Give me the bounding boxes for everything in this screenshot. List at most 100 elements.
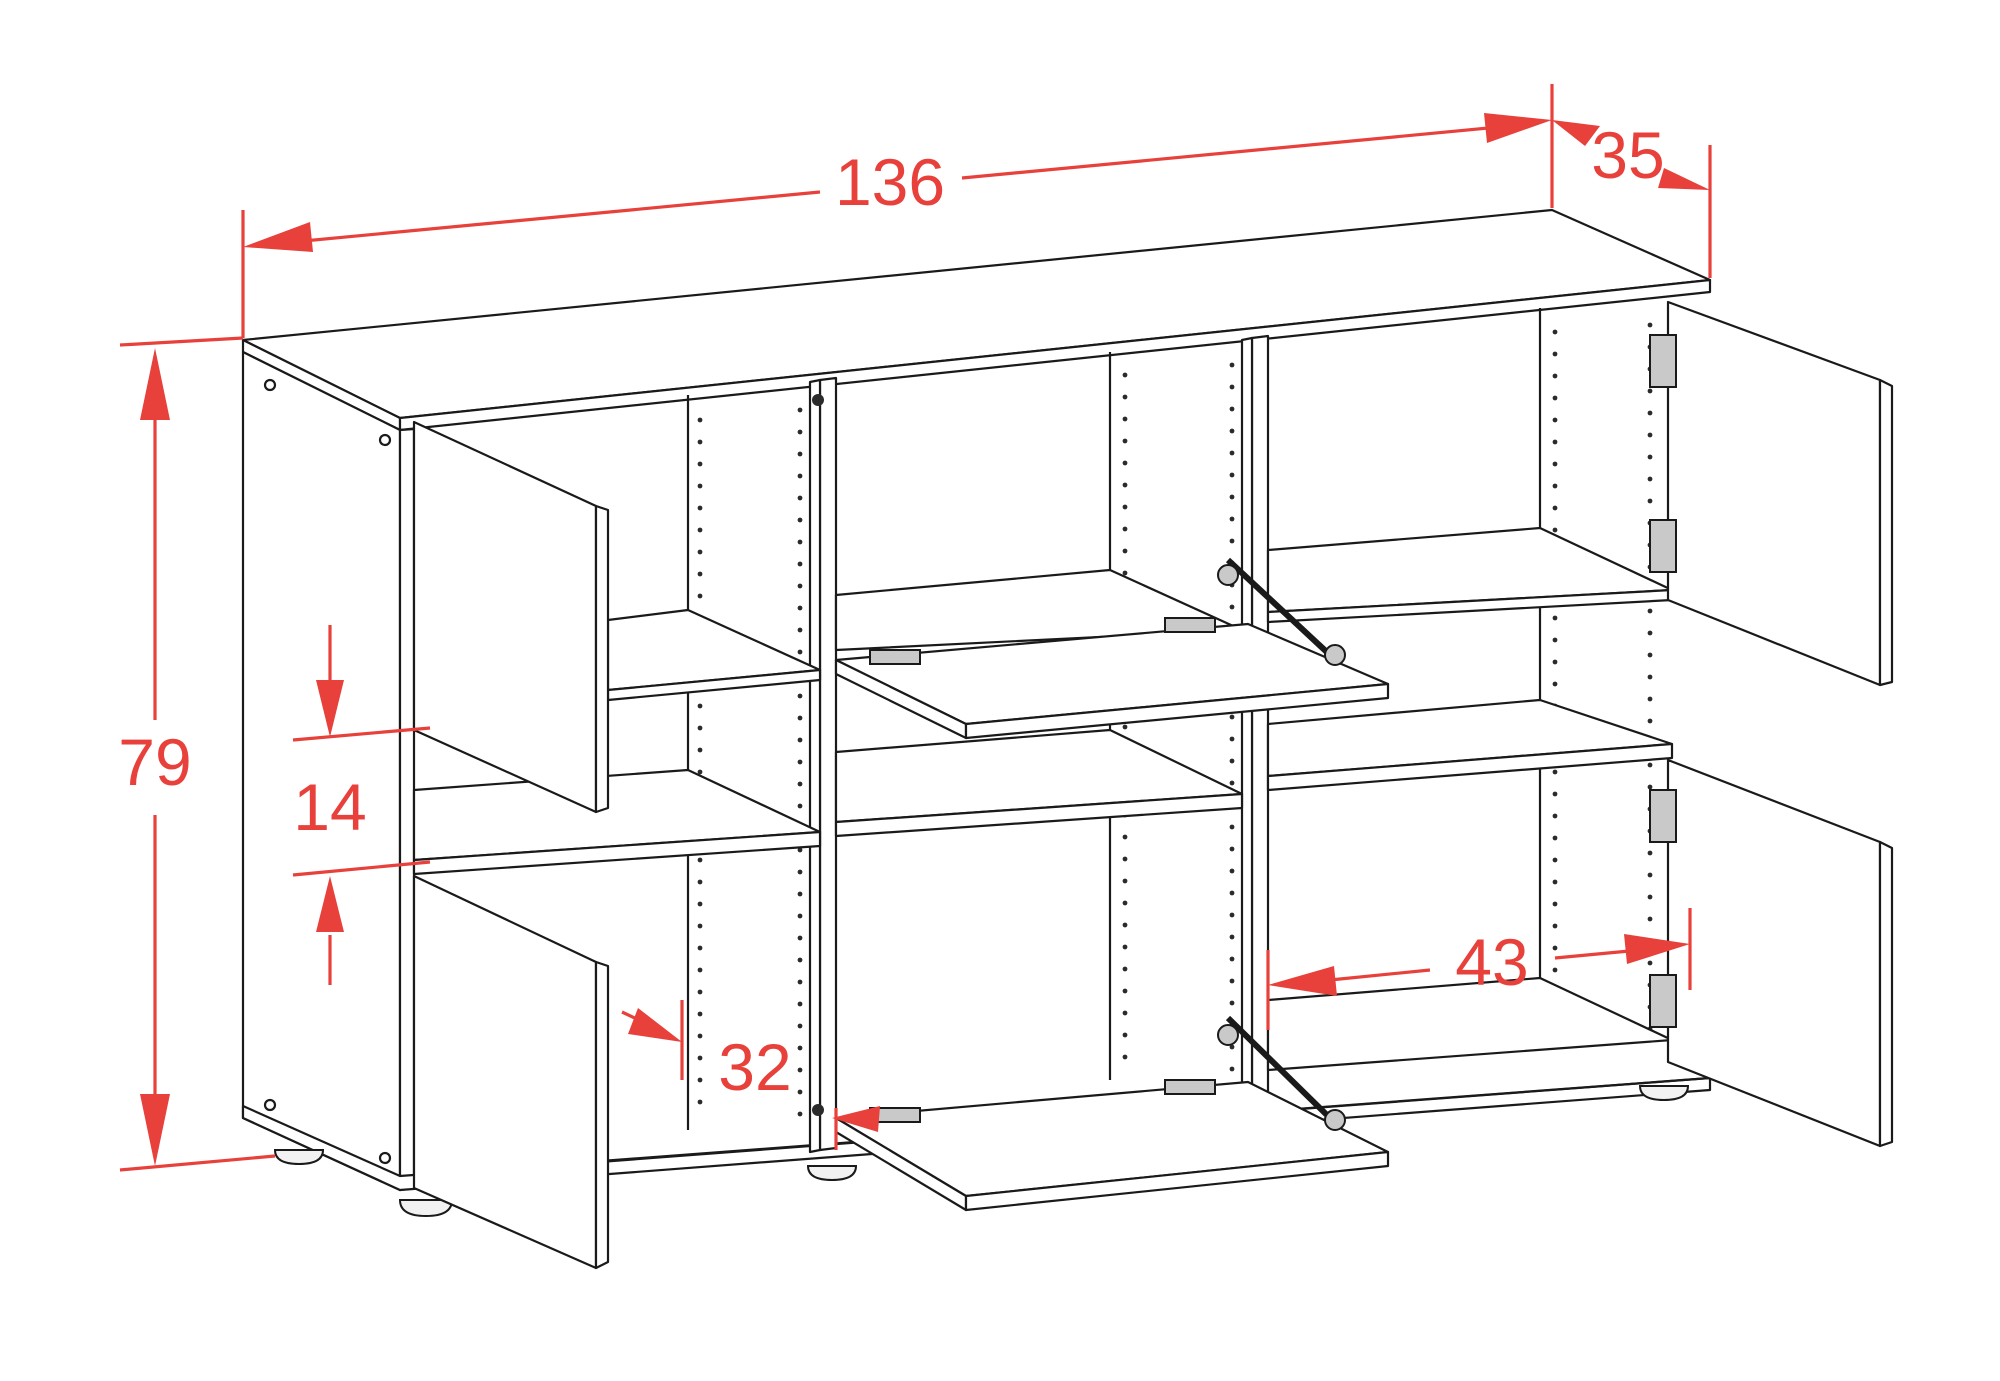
pin-hole xyxy=(797,583,803,589)
pin-hole xyxy=(1229,758,1235,764)
pin-hole xyxy=(697,725,703,731)
pin-hole xyxy=(797,561,803,567)
pin-hole xyxy=(1229,450,1235,456)
pin-hole xyxy=(1552,505,1558,511)
pin-hole xyxy=(1552,813,1558,819)
pin-hole xyxy=(697,923,703,929)
pin-hole xyxy=(697,461,703,467)
pin-hole xyxy=(797,737,803,743)
door-right-bottom xyxy=(1649,758,1894,1148)
pin-hole xyxy=(797,1111,803,1117)
flap-middle-top xyxy=(834,557,1390,740)
pin-hole xyxy=(797,495,803,501)
pin-hole xyxy=(697,1077,703,1083)
pin-hole xyxy=(697,483,703,489)
pin-hole xyxy=(797,847,803,853)
pin-hole xyxy=(1229,978,1235,984)
door-left-bottom xyxy=(412,874,610,1270)
pin-hole xyxy=(1647,894,1653,900)
pin-hole xyxy=(797,781,803,787)
pin-hole xyxy=(797,979,803,985)
pin-hole xyxy=(1647,850,1653,856)
pin-hole xyxy=(797,605,803,611)
pin-hole xyxy=(1552,923,1558,929)
pin-hole xyxy=(1647,916,1653,922)
pin-hole xyxy=(1122,856,1128,862)
pin-hole xyxy=(1229,1000,1235,1006)
pin-hole xyxy=(1122,922,1128,928)
pin-hole xyxy=(1229,362,1235,368)
pin-hole xyxy=(1122,372,1128,378)
cabinet-top xyxy=(241,208,1712,432)
pin-hole xyxy=(697,857,703,863)
pin-hole xyxy=(697,769,703,775)
pin-hole xyxy=(1552,439,1558,445)
height-label: 79 xyxy=(118,725,191,799)
pin-hole xyxy=(1229,384,1235,390)
pin-hole xyxy=(1122,438,1128,444)
pin-hole xyxy=(1122,1032,1128,1038)
inner-shelves xyxy=(606,526,1674,1072)
pin-hole xyxy=(697,967,703,973)
pin-hole xyxy=(1229,538,1235,544)
pin-hole xyxy=(797,1023,803,1029)
width-label: 136 xyxy=(835,145,945,219)
pin-hole xyxy=(697,1099,703,1105)
pin-hole xyxy=(1229,824,1235,830)
pin-hole xyxy=(1647,762,1653,768)
pin-hole xyxy=(1552,945,1558,951)
pin-hole xyxy=(1647,630,1653,636)
pin-hole xyxy=(697,593,703,599)
pin-hole xyxy=(1229,428,1235,434)
pin-hole xyxy=(697,703,703,709)
pin-hole xyxy=(1122,504,1128,510)
pin-hole xyxy=(1552,483,1558,489)
pin-hole xyxy=(1229,472,1235,478)
pin-hole xyxy=(697,571,703,577)
pin-hole xyxy=(1122,570,1128,576)
door-right-top xyxy=(1649,300,1894,687)
pin-hole xyxy=(1229,494,1235,500)
pin-hole xyxy=(1229,846,1235,852)
pin-hole xyxy=(797,429,803,435)
pin-hole xyxy=(697,879,703,885)
pin-hole xyxy=(697,417,703,423)
pin-hole xyxy=(797,517,803,523)
pin-hole xyxy=(1122,878,1128,884)
pin-hole xyxy=(797,1067,803,1073)
flap-middle-bottom xyxy=(834,1015,1390,1212)
door-left-top xyxy=(412,420,610,814)
pin-hole xyxy=(1229,934,1235,940)
pin-hole xyxy=(1122,944,1128,950)
pin-hole xyxy=(1647,674,1653,680)
cabinet-left-side xyxy=(241,350,416,1192)
pin-hole xyxy=(1229,956,1235,962)
pin-hole xyxy=(1229,868,1235,874)
dimension-depth: 35 xyxy=(1552,118,1712,278)
pin-hole xyxy=(797,1001,803,1007)
pin-hole xyxy=(1122,1010,1128,1016)
pin-hole xyxy=(797,759,803,765)
pin-hole xyxy=(1229,1066,1235,1072)
pin-hole xyxy=(1229,912,1235,918)
shelf-gap-label: 14 xyxy=(293,770,366,844)
pin-hole xyxy=(1552,967,1558,973)
pin-hole xyxy=(1122,988,1128,994)
pin-hole xyxy=(1122,834,1128,840)
pin-hole xyxy=(1122,526,1128,532)
pin-hole xyxy=(1122,1054,1128,1060)
pin-hole xyxy=(1552,351,1558,357)
dimension-inset: 32 xyxy=(621,1000,880,1150)
pin-hole xyxy=(1552,329,1558,335)
pin-hole xyxy=(797,935,803,941)
pin-hole xyxy=(1647,388,1653,394)
pin-hole xyxy=(797,869,803,875)
pin-hole xyxy=(1122,966,1128,972)
pin-hole xyxy=(1552,879,1558,885)
pin-hole xyxy=(1647,718,1653,724)
pin-hole xyxy=(1647,696,1653,702)
pin-hole xyxy=(1647,432,1653,438)
pin-hole xyxy=(1552,681,1558,687)
pin-hole xyxy=(797,473,803,479)
